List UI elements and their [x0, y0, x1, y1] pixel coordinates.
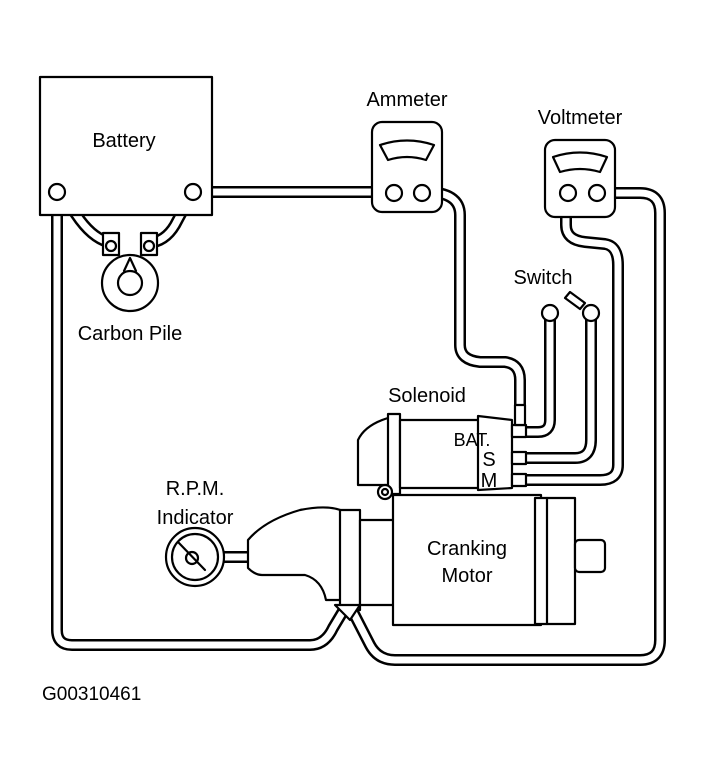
bat-terminal-label: BAT. — [454, 430, 491, 450]
rpm-needle — [176, 540, 207, 572]
rpm-indicator: R.P.M. Indicator — [157, 478, 234, 588]
voltmeter-dial — [551, 151, 609, 174]
wire-switch-bat — [519, 314, 556, 438]
switch-terminal-right — [581, 303, 601, 323]
battery-label: Battery — [92, 130, 155, 152]
carbon-pile-label: Carbon Pile — [78, 323, 183, 345]
wire-inner — [421, 188, 524, 414]
wires — [51, 186, 666, 666]
switch: Switch — [514, 267, 601, 323]
wire-inner — [348, 189, 664, 664]
m-terminal-label: M — [481, 470, 498, 492]
ground-junction — [333, 603, 362, 622]
ammeter: Ammeter — [366, 89, 448, 214]
solenoid-terminal-block — [476, 414, 514, 492]
wire-ammeter-solenoid — [419, 186, 526, 416]
battery-positive-terminal — [183, 182, 203, 202]
bat-stud — [510, 423, 528, 439]
battery-negative-terminal — [47, 182, 67, 202]
drive-housing — [246, 506, 347, 602]
figure-code: G00310461 — [42, 684, 141, 705]
motor-label-line1: Cranking — [427, 538, 507, 560]
rpm-label-line2: Indicator — [157, 507, 234, 529]
wire-inner — [516, 189, 622, 484]
motor-body — [391, 493, 543, 627]
ammeter-label: Ammeter — [366, 89, 447, 111]
solenoid: Solenoid BAT. S M — [356, 385, 528, 501]
carbon-pile-knob — [116, 269, 144, 297]
switch-label: Switch — [514, 267, 573, 289]
cranking-motor: Cranking Motor — [246, 493, 607, 627]
m-stud — [510, 472, 528, 488]
voltmeter: Voltmeter — [538, 107, 623, 219]
wire-inner — [516, 314, 595, 462]
wire-inner — [53, 188, 349, 649]
ammeter-dial — [378, 139, 436, 162]
rpm-label-line1: R.P.M. — [166, 478, 225, 500]
switch-lever — [563, 290, 587, 311]
switch-terminal-left — [540, 303, 560, 323]
s-terminal-label: S — [482, 449, 495, 471]
battery: Battery — [38, 75, 214, 217]
motor-label-line2: Motor — [441, 565, 492, 587]
voltmeter-label: Voltmeter — [538, 107, 623, 129]
solenoid-label: Solenoid — [388, 385, 466, 407]
wire-inner — [521, 316, 554, 436]
motor-shaft — [573, 538, 607, 574]
carbon-pile: Carbon Pile — [78, 231, 183, 345]
s-stud — [510, 450, 528, 466]
